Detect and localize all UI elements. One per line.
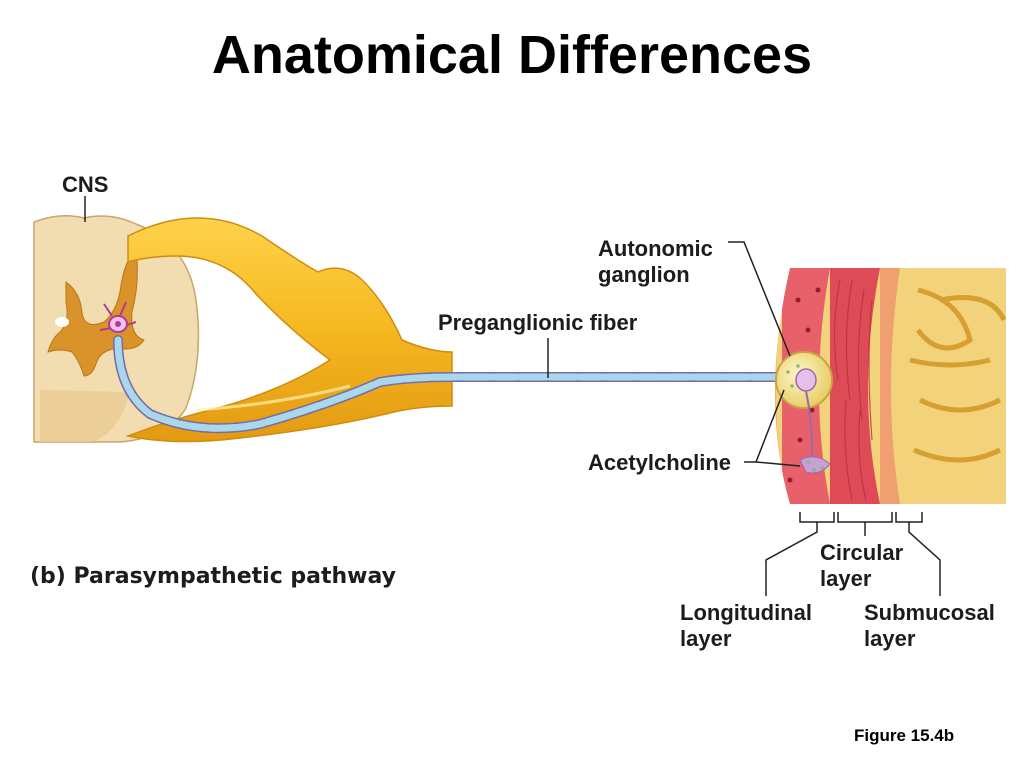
submucosal-layer-label: Submucosal layer	[864, 600, 995, 651]
preganglionic-axon	[113, 335, 795, 434]
layer-brackets	[765, 512, 941, 596]
figure-caption: (b) Parasympathetic pathway	[30, 564, 397, 589]
autonomic-ganglion-label: Autonomic ganglion	[598, 236, 713, 287]
acetylcholine-label: Acetylcholine	[588, 450, 732, 475]
preganglionic-neuron	[99, 301, 137, 333]
preganglionic-fiber-label: Preganglionic fiber	[438, 310, 638, 335]
longitudinal-layer-label: Longitudinal layer	[680, 600, 812, 651]
figure-reference: Figure 15.4b	[854, 726, 955, 745]
circular-layer-label: Circular layer	[820, 540, 904, 591]
cns-label: CNS	[62, 172, 109, 197]
page-title: Anatomical Differences	[211, 25, 813, 85]
autonomic-ganglion	[775, 351, 833, 474]
leader-lines	[84, 196, 801, 467]
